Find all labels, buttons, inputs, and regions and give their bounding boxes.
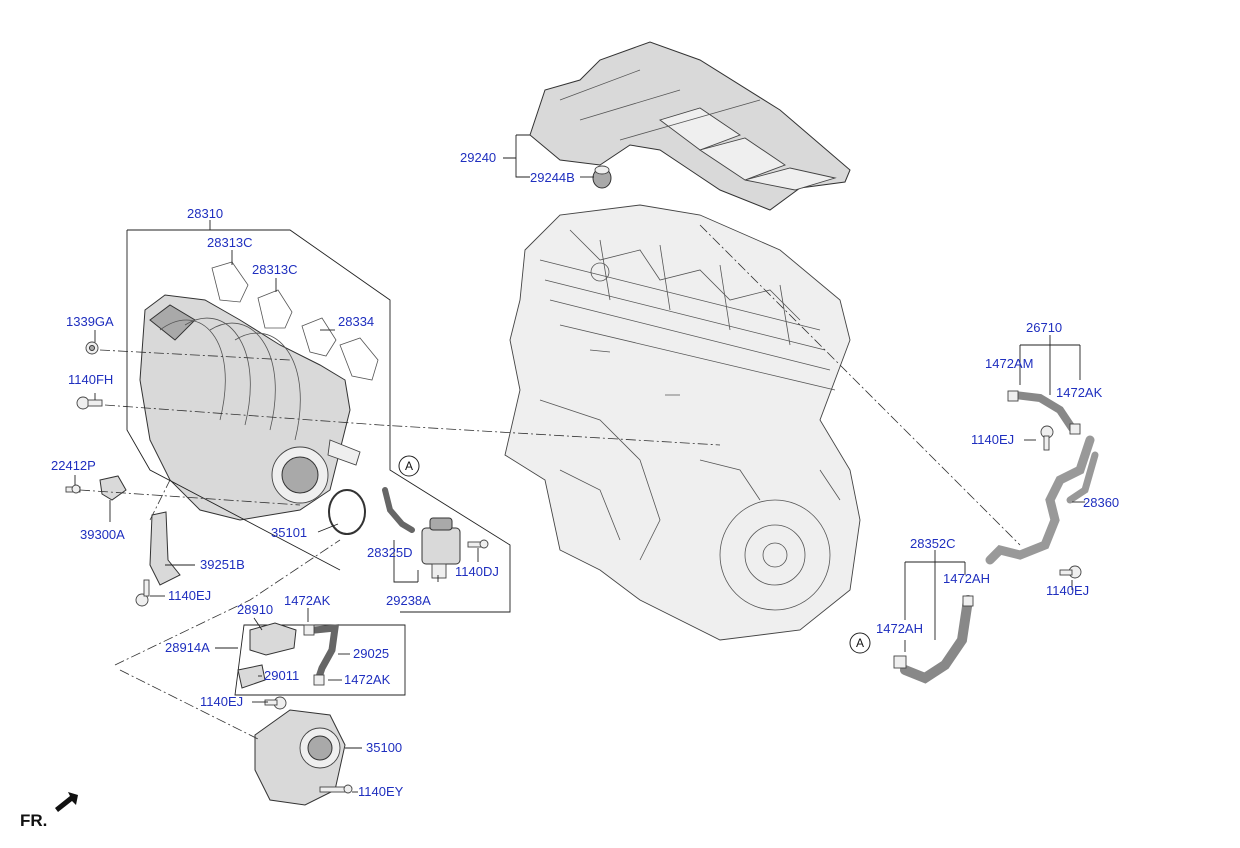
bracket-39251b[interactable] bbox=[149, 511, 181, 586]
bolt-1140ej-right-bottom[interactable] bbox=[1059, 565, 1082, 579]
label-1140fh[interactable]: 1140FH bbox=[68, 372, 113, 387]
callout-a-hose[interactable]: A bbox=[849, 632, 871, 654]
hose-28325d[interactable] bbox=[382, 487, 415, 533]
label-28313c-b[interactable]: 28313C bbox=[252, 262, 298, 277]
callout-a-manifold[interactable]: A bbox=[398, 455, 420, 477]
label-29025[interactable]: 29025 bbox=[353, 646, 389, 661]
manifold-gasket-1[interactable] bbox=[211, 261, 249, 303]
pipe-28360[interactable] bbox=[985, 435, 1099, 565]
clamp-1472ak-top[interactable] bbox=[303, 624, 315, 636]
engine-block-illustration bbox=[504, 204, 861, 641]
label-1472ak-b[interactable]: 1472AK bbox=[344, 672, 391, 687]
sensor-39300a[interactable] bbox=[99, 475, 127, 501]
label-1140ej-b[interactable]: 1140EJ bbox=[200, 694, 243, 709]
label-28313c-a[interactable]: 28313C bbox=[207, 235, 253, 250]
callout-a-manifold-text: A bbox=[405, 459, 413, 473]
engine-cover[interactable] bbox=[529, 41, 851, 211]
label-39300a[interactable]: 39300A bbox=[80, 527, 125, 542]
throttle-body[interactable] bbox=[254, 709, 346, 806]
manifold-gasket-3[interactable] bbox=[301, 317, 379, 381]
front-arrow-icon bbox=[55, 792, 78, 812]
front-label: FR. bbox=[20, 811, 47, 830]
label-29244b[interactable]: 29244B bbox=[530, 170, 575, 185]
label-28334[interactable]: 28334 bbox=[338, 314, 374, 329]
label-28325d[interactable]: 28325D bbox=[367, 545, 413, 560]
manifold-gasket-2[interactable] bbox=[257, 289, 293, 329]
label-1140ey[interactable]: 1140EY bbox=[358, 784, 404, 799]
intake-manifold[interactable] bbox=[139, 294, 361, 521]
bolt-1140fh[interactable] bbox=[76, 396, 103, 410]
bolt-1140ey[interactable] bbox=[319, 784, 353, 794]
hose-26710[interactable] bbox=[1007, 390, 1081, 435]
bolt-22412p[interactable] bbox=[65, 484, 81, 494]
callout-a-hose-text: A bbox=[856, 636, 864, 650]
label-22412p[interactable]: 22412P bbox=[51, 458, 96, 473]
bolt-1140ej-right-top[interactable] bbox=[1040, 425, 1054, 451]
label-35100[interactable]: 35100 bbox=[366, 740, 402, 755]
label-1472ak-a[interactable]: 1472AK bbox=[284, 593, 331, 608]
label-28360[interactable]: 28360 bbox=[1083, 495, 1119, 510]
label-1472am[interactable]: 1472AM bbox=[985, 356, 1033, 371]
bolt-1140ej-left[interactable] bbox=[135, 579, 150, 607]
label-39251b[interactable]: 39251B bbox=[200, 557, 245, 572]
label-1472ah-a[interactable]: 1472AH bbox=[943, 571, 990, 586]
hose-28352c[interactable] bbox=[893, 595, 974, 684]
label-26710[interactable]: 26710 bbox=[1026, 320, 1062, 335]
cover-grommet[interactable] bbox=[592, 165, 612, 189]
label-1140ej-d[interactable]: 1140EJ bbox=[1046, 583, 1089, 598]
front-orientation-mark: FR. bbox=[20, 792, 78, 830]
label-29238a[interactable]: 29238A bbox=[386, 593, 431, 608]
label-1339ga[interactable]: 1339GA bbox=[66, 314, 114, 329]
label-29240[interactable]: 29240 bbox=[460, 150, 496, 165]
label-1140dj[interactable]: 1140DJ bbox=[455, 564, 499, 579]
label-28910[interactable]: 28910 bbox=[237, 602, 273, 617]
bolt-1140dj[interactable] bbox=[467, 539, 489, 549]
throttle-seal-ring[interactable] bbox=[328, 489, 366, 535]
valve-28910[interactable] bbox=[249, 622, 297, 656]
label-35101[interactable]: 35101 bbox=[271, 525, 307, 540]
label-28352c[interactable]: 28352C bbox=[910, 536, 956, 551]
valve-29238a[interactable] bbox=[421, 517, 461, 579]
label-1140ej-a[interactable]: 1140EJ bbox=[168, 588, 211, 603]
label-1472ak-c[interactable]: 1472AK bbox=[1056, 385, 1103, 400]
label-28310[interactable]: 28310 bbox=[187, 206, 223, 221]
bolt-1140ej-throttle[interactable] bbox=[264, 696, 287, 710]
label-29011[interactable]: 29011 bbox=[264, 668, 299, 683]
clamp-1472ak-bottom[interactable] bbox=[313, 674, 325, 686]
nut-1339ga[interactable] bbox=[85, 341, 99, 355]
label-1140ej-c[interactable]: 1140EJ bbox=[971, 432, 1014, 447]
label-1472ah-b[interactable]: 1472AH bbox=[876, 621, 923, 636]
bracket-29011[interactable] bbox=[237, 664, 266, 689]
hose-29025[interactable] bbox=[311, 624, 340, 684]
label-28914a[interactable]: 28914A bbox=[165, 640, 210, 655]
